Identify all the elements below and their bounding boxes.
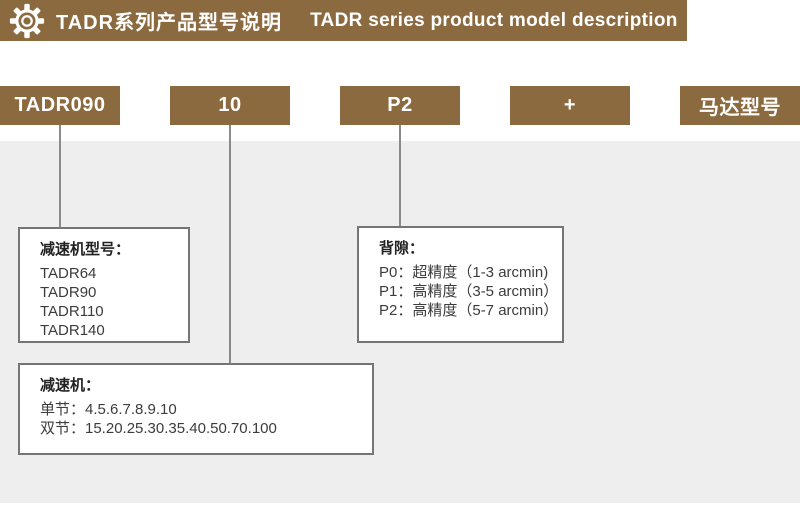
model-segment-motor: 马达型号 bbox=[680, 86, 800, 125]
header-bar: TADR系列产品型号说明 TADR series product model d… bbox=[0, 0, 687, 41]
callout-item: TADR90 bbox=[40, 284, 97, 301]
callout-title: 减速机型号： bbox=[40, 241, 131, 258]
callout-title: 减速机： bbox=[40, 377, 101, 394]
callout-item: P2：高精度（5-7 arcmin） bbox=[379, 302, 559, 319]
page-title-en: TADR series product model description bbox=[310, 9, 678, 31]
callout-item: P0：超精度（1-3 arcmin) bbox=[379, 264, 549, 281]
callout-item: P1：高精度（3-5 arcmin） bbox=[379, 283, 559, 300]
connector-line-series bbox=[59, 125, 61, 228]
callout-item: 双节：15.20.25.30.35.40.50.70.100 bbox=[40, 420, 277, 437]
gear-icon bbox=[9, 3, 45, 39]
connector-line-backlash bbox=[399, 125, 401, 227]
connector-line-ratio bbox=[229, 125, 231, 364]
model-segment-backlash: P2 bbox=[340, 86, 460, 125]
model-segment-ratio: 10 bbox=[170, 86, 290, 125]
page-title-zh: TADR系列产品型号说明 bbox=[56, 12, 283, 34]
callout-item: 单节：4.5.6.7.8.9.10 bbox=[40, 401, 177, 418]
model-segment-series: TADR090 bbox=[0, 86, 120, 125]
callout-title: 背隙： bbox=[379, 240, 425, 257]
callout-gearbox-model: 减速机型号： TADR64 TADR90 TADR110 TADR140 bbox=[18, 227, 190, 343]
model-segment-plus: + bbox=[510, 86, 630, 125]
callout-item: TADR110 bbox=[40, 303, 104, 320]
callout-backlash: 背隙： P0：超精度（1-3 arcmin) P1：高精度（3-5 arcmin… bbox=[357, 226, 564, 343]
callout-item: TADR140 bbox=[40, 322, 105, 339]
callout-reducer: 减速机： 单节：4.5.6.7.8.9.10 双节：15.20.25.30.35… bbox=[18, 363, 374, 455]
callout-item: TADR64 bbox=[40, 265, 97, 282]
